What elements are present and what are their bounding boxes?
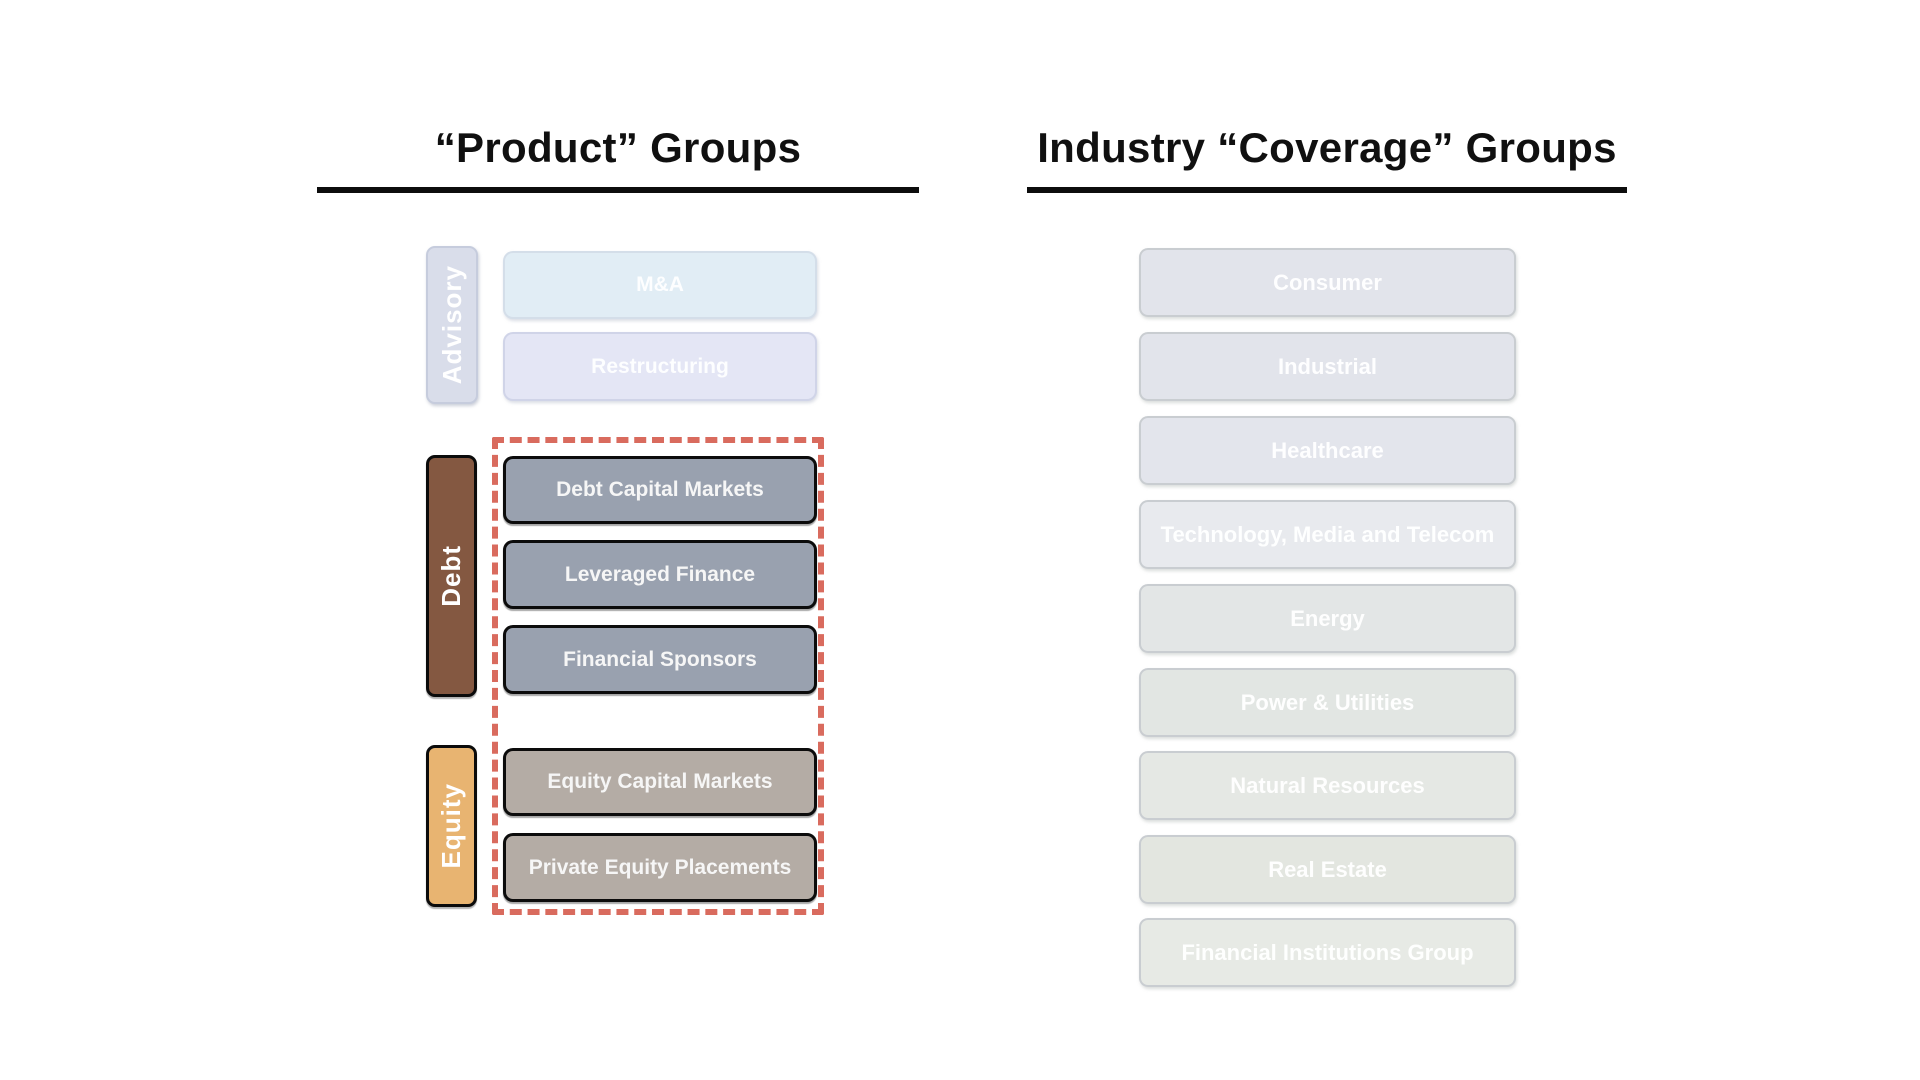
advisory-group-label-text: Advisory: [436, 265, 467, 385]
coverage-box-natural-resources: Natural Resources: [1139, 751, 1516, 820]
product-box-financial-sponsors: Financial Sponsors: [503, 625, 817, 694]
product-box-restructuring: Restructuring: [503, 332, 817, 401]
product-groups-title: “Product” Groups: [317, 124, 919, 193]
coverage-box-industrial: Industrial: [1139, 332, 1516, 401]
debt-equity-highlight-outline: [492, 437, 824, 915]
product-box-equity-capital-markets: Equity Capital Markets: [503, 748, 817, 816]
coverage-groups-title: Industry “Coverage” Groups: [1027, 124, 1627, 193]
product-box-ma: M&A: [503, 251, 817, 319]
coverage-box-technology-media-telecom: Technology, Media and Telecom: [1139, 500, 1516, 569]
equity-group-label: Equity: [426, 745, 477, 907]
product-box-debt-capital-markets: Debt Capital Markets: [503, 456, 817, 524]
coverage-box-consumer: Consumer: [1139, 248, 1516, 317]
coverage-box-power-utilities: Power & Utilities: [1139, 668, 1516, 737]
debt-group-label-text: Debt: [436, 545, 466, 607]
debt-group-label: Debt: [426, 455, 477, 697]
coverage-box-healthcare: Healthcare: [1139, 416, 1516, 485]
product-box-leveraged-finance: Leveraged Finance: [503, 540, 817, 609]
coverage-box-real-estate: Real Estate: [1139, 835, 1516, 904]
product-box-private-equity-placements: Private Equity Placements: [503, 833, 817, 902]
equity-group-label-text: Equity: [436, 783, 466, 869]
advisory-group-label: Advisory: [426, 246, 478, 404]
coverage-box-energy: Energy: [1139, 584, 1516, 653]
coverage-box-financial-institutions-group: Financial Institutions Group: [1139, 918, 1516, 987]
